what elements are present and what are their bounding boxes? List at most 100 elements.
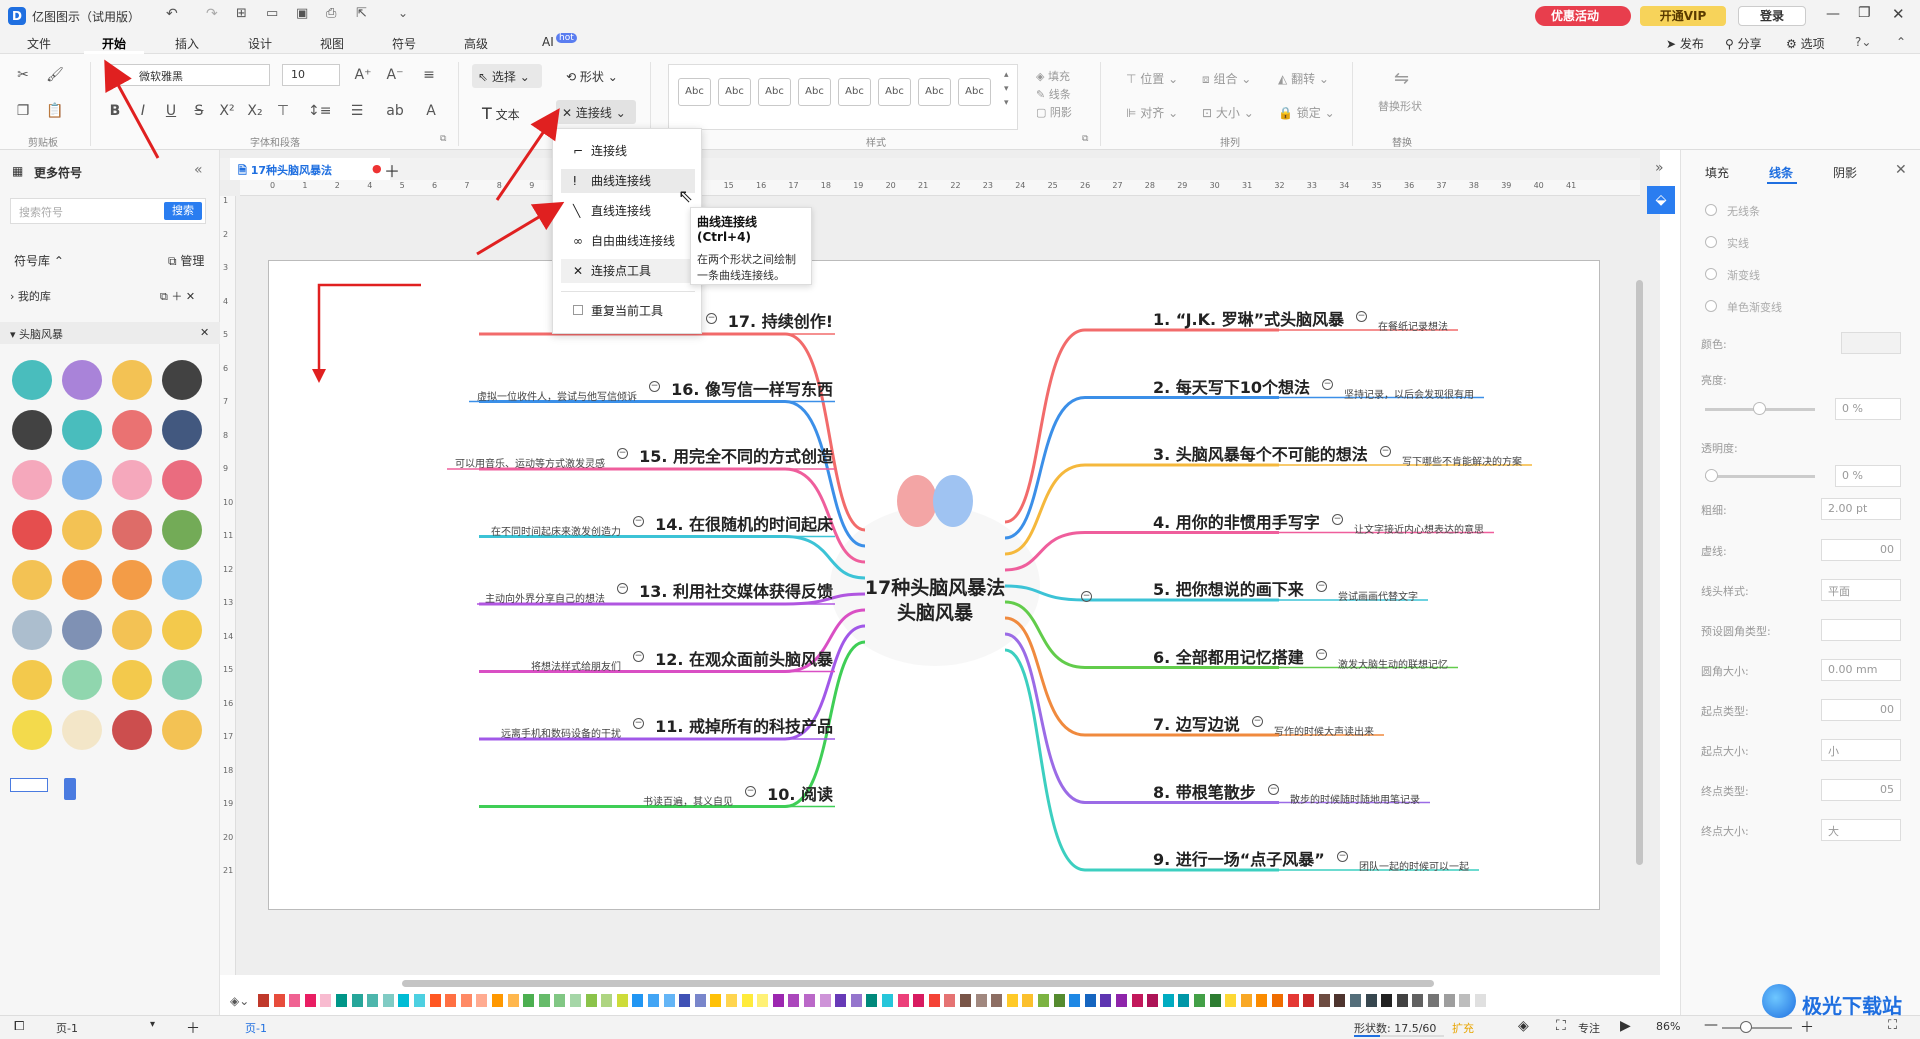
maximize-icon[interactable]: ❐ <box>1858 5 1871 21</box>
zoom-slider-thumb[interactable] <box>1740 1021 1752 1033</box>
palette-swatch[interactable] <box>1225 994 1237 1007</box>
format-painter-icon[interactable]: 🖌 <box>46 67 64 83</box>
collapse-icon[interactable]: − <box>1322 378 1333 390</box>
page-layout-icon[interactable]: ⧠ <box>14 1019 25 1034</box>
palette-swatch[interactable] <box>1272 994 1283 1007</box>
radio-gradient[interactable] <box>1705 268 1717 280</box>
palette-swatch[interactable] <box>1178 994 1190 1007</box>
palette-swatch[interactable] <box>757 994 769 1007</box>
color-picker[interactable] <box>1841 332 1901 354</box>
palette-swatch[interactable] <box>804 994 815 1007</box>
palette-swatch[interactable] <box>1396 994 1408 1007</box>
palette-swatch[interactable] <box>382 994 394 1007</box>
branch-topic-right[interactable]: 3. 头脑风暴每个不可能的想法 <box>1153 445 1368 464</box>
undo-icon[interactable]: ↶ <box>166 6 178 22</box>
horizontal-scrollbar[interactable] <box>402 980 1434 987</box>
branch-note-right[interactable]: 写作的时候大声读出来 <box>1274 727 1374 738</box>
branch-connector[interactable] <box>1004 600 1279 669</box>
palette-swatch[interactable] <box>554 994 566 1007</box>
panel-expand-icon[interactable]: » <box>1655 160 1664 176</box>
brainstorm-symbol-icon[interactable] <box>112 610 152 650</box>
branch-topic-left[interactable]: 16. 像写信一样写东西 <box>671 379 833 399</box>
zoom-out-icon[interactable]: — <box>1704 1017 1718 1033</box>
brainstorm-symbol-icon[interactable] <box>162 610 202 650</box>
palette-swatch[interactable] <box>1022 994 1034 1007</box>
branch-note-left[interactable]: 虚拟一位收件人，尝试与他写信倾诉 <box>477 391 637 403</box>
brainstorm-symbol-icon[interactable] <box>12 710 52 750</box>
start-size-select[interactable]: 小 <box>1821 739 1901 761</box>
fill-bucket-icon[interactable]: ◈⌄ <box>230 994 250 1008</box>
flip-button[interactable]: ◭ 翻转 ⌄ <box>1278 72 1329 86</box>
palette-swatch[interactable] <box>304 994 316 1007</box>
promo-button[interactable]: 优惠活动 <box>1535 6 1631 26</box>
branch-connector[interactable] <box>1004 463 1279 556</box>
brainstorm-symbol-icon[interactable] <box>162 710 202 750</box>
palette-swatch[interactable] <box>1194 994 1205 1007</box>
branch-connector[interactable] <box>1004 616 1279 737</box>
brainstorm-symbol-icon[interactable] <box>162 510 202 550</box>
zoom-level[interactable]: 86% <box>1656 1020 1681 1033</box>
branch-topic-left[interactable]: 12. 在观众面前头脑风暴 <box>655 649 833 669</box>
branch-note-right[interactable]: 让文字接近内心想表达的意思 <box>1354 524 1484 536</box>
palette-swatch[interactable] <box>320 994 332 1007</box>
export-icon[interactable]: ⇱ <box>356 6 367 21</box>
palette-swatch[interactable] <box>570 994 581 1007</box>
thickness-input[interactable]: 2.00 pt <box>1821 498 1901 520</box>
branch-note-right[interactable]: 散步的时候随时随地用笔记录 <box>1290 794 1420 806</box>
radio-mono-gradient[interactable] <box>1705 300 1717 312</box>
palette-swatch[interactable] <box>1256 994 1268 1007</box>
dash-select[interactable]: 00 <box>1821 539 1901 561</box>
brainstorm-symbol-icon[interactable] <box>62 360 102 400</box>
palette-swatch[interactable] <box>351 994 363 1007</box>
brainstorm-symbol-icon[interactable] <box>62 710 102 750</box>
radio-no-line[interactable] <box>1705 204 1717 216</box>
font-size-select[interactable]: 10 <box>282 64 340 86</box>
center-topic[interactable]: 17种头脑风暴法头脑风暴 <box>825 576 1045 626</box>
layers-icon[interactable]: ◈ <box>1518 1018 1529 1034</box>
palette-swatch[interactable] <box>866 994 878 1007</box>
manage-button[interactable]: ⧉ 管理 <box>168 252 204 269</box>
palette-swatch[interactable] <box>975 994 987 1007</box>
branch-note-right[interactable]: 团队一起的时候可以一起 <box>1359 862 1469 873</box>
branch-note-left[interactable]: 书读百遍，其义自见 <box>643 796 733 808</box>
collapse-icon[interactable]: − <box>1316 581 1327 592</box>
brightness-input[interactable]: 0 % <box>1835 398 1901 420</box>
branch-connector[interactable] <box>479 400 866 548</box>
shape-tool-button[interactable]: ⟲ 形状 ⌄ <box>566 70 618 84</box>
zoom-in-icon[interactable]: ＋ <box>1800 1020 1814 1036</box>
branch-note-right[interactable]: 在餐纸记录想法 <box>1378 322 1448 333</box>
brainstorm-symbol-icon[interactable] <box>112 510 152 550</box>
shadow-button[interactable]: ▢ 阴影 <box>1036 104 1072 120</box>
open-icon[interactable]: ▭ <box>266 6 279 21</box>
palette-swatch[interactable] <box>1287 994 1299 1007</box>
group-button[interactable]: ⧈ 组合 ⌄ <box>1202 72 1252 86</box>
font-grow-icon[interactable]: A⁺ <box>354 67 372 83</box>
palette-swatch[interactable] <box>1209 994 1221 1007</box>
branch-note-left[interactable]: 将想法样式给朋友们 <box>531 661 621 673</box>
palette-swatch[interactable] <box>1147 994 1159 1007</box>
branch-connector[interactable] <box>1004 632 1279 804</box>
doc-tab-active[interactable]: 🗎 17种头脑风暴法● <box>230 158 390 180</box>
palette-swatch[interactable] <box>601 994 613 1007</box>
palette-swatch[interactable] <box>913 994 925 1007</box>
page-select-chevron-icon[interactable]: ▾ <box>150 1019 156 1030</box>
style-scroll-icon[interactable]: ▴▾▾ <box>1004 70 1009 108</box>
brainstorm-symbol-icon[interactable] <box>162 460 202 500</box>
brainstorm-symbol-icon[interactable] <box>12 660 52 700</box>
underline-icon[interactable]: U <box>165 103 177 119</box>
menu-file[interactable]: 文件 <box>27 37 52 51</box>
panel-close-icon[interactable]: ✕ <box>1895 162 1907 178</box>
palette-swatch[interactable] <box>616 994 628 1007</box>
branch-note-right[interactable]: 坚持记录，以后会发现很有用 <box>1344 389 1474 401</box>
style-box[interactable]: Abc <box>838 78 871 106</box>
repeat-tool-checkbox[interactable] <box>573 305 583 315</box>
share-button[interactable]: ⚲ 分享 <box>1725 35 1762 52</box>
zoom-slider[interactable] <box>1722 1027 1792 1029</box>
transparency-slider[interactable] <box>1705 475 1815 478</box>
corner-size-input[interactable]: 0.00 mm <box>1821 659 1901 681</box>
style-box[interactable]: Abc <box>918 78 951 106</box>
palette-swatch[interactable] <box>1069 994 1081 1007</box>
collapse-icon[interactable]: − <box>745 785 756 797</box>
font-shrink-icon[interactable]: A⁻ <box>386 67 404 83</box>
